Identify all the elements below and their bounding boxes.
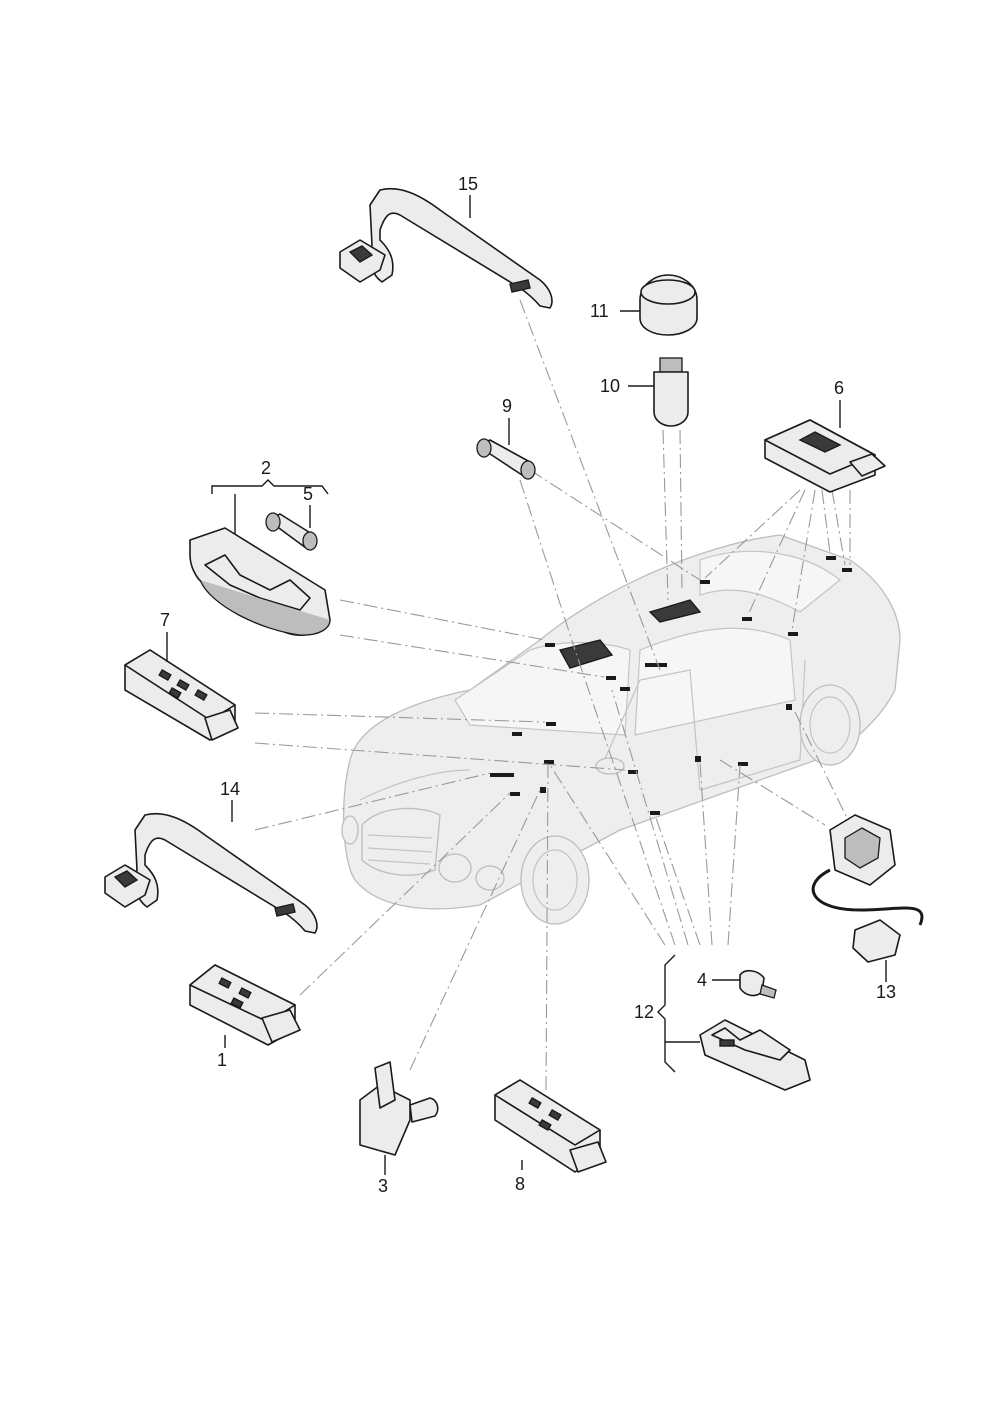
- marker-roof-3: [700, 580, 710, 584]
- marker-foot-4: [540, 787, 546, 793]
- callout-4: 4: [697, 970, 707, 990]
- part-1-switch-module: 1: [189, 964, 301, 1070]
- part-12-lamp-assembly: 12: [634, 954, 811, 1091]
- marker-door-1: [628, 770, 638, 774]
- part-8-switch: 8: [494, 1079, 607, 1194]
- mounting-points: [490, 556, 852, 815]
- callout-12: 12: [634, 1002, 654, 1022]
- callout-7: 7: [160, 610, 170, 630]
- part-14-light-strip: 14: [104, 779, 318, 934]
- marker-door-5: [650, 811, 660, 815]
- part-3-sensor: 3: [359, 1061, 439, 1196]
- reference-lines: [254, 299, 851, 1091]
- marker-foot-2: [544, 760, 554, 764]
- part-6-module: 6: [764, 378, 886, 493]
- part-15-light-strip: 15: [339, 174, 553, 309]
- callout-11: 11: [590, 301, 609, 321]
- marker-front-2: [620, 687, 630, 691]
- callout-8: 8: [515, 1174, 525, 1194]
- part-13-harness: 13: [811, 814, 924, 1002]
- marker-roof-7: [842, 568, 852, 572]
- part-7-switch: 7: [124, 610, 239, 741]
- car-illustration: [341, 534, 901, 925]
- callout-2: 2: [261, 458, 271, 478]
- part-2-lamp-assembly: 2: [189, 458, 331, 636]
- marker-front-1: [606, 676, 616, 680]
- part-5-bulb: 5: [265, 484, 318, 551]
- callout-1: 1: [217, 1050, 227, 1070]
- callout-9: 9: [502, 396, 512, 416]
- part-11-lens-cap: 11: [590, 274, 698, 336]
- callout-5: 5: [303, 484, 313, 504]
- marker-console-rear: [648, 599, 702, 623]
- callout-14: 14: [220, 779, 240, 799]
- part-4-bulb: 4: [697, 969, 777, 999]
- marker-roof-6: [826, 556, 836, 560]
- marker-roof-4: [742, 617, 752, 621]
- marker-door-3: [738, 762, 748, 766]
- marker-dash-1: [546, 722, 556, 726]
- marker-console-front: [558, 639, 614, 669]
- callout-10: 10: [600, 376, 620, 396]
- marker-foot-1: [490, 773, 514, 777]
- callout-13: 13: [876, 982, 896, 1002]
- marker-roof-5: [788, 632, 798, 636]
- callout-6: 6: [834, 378, 844, 398]
- marker-roof-2: [645, 663, 667, 667]
- marker-dash-2: [512, 732, 522, 736]
- callout-15: 15: [458, 174, 478, 194]
- marker-foot-3: [510, 792, 520, 796]
- callout-3: 3: [378, 1176, 388, 1196]
- marker-door-2: [695, 756, 701, 762]
- part-10-bulb: 10: [600, 357, 689, 427]
- part-9-festoon-bulb: 9: [476, 396, 536, 480]
- marker-door-4: [786, 704, 792, 710]
- marker-roof-1: [545, 643, 555, 647]
